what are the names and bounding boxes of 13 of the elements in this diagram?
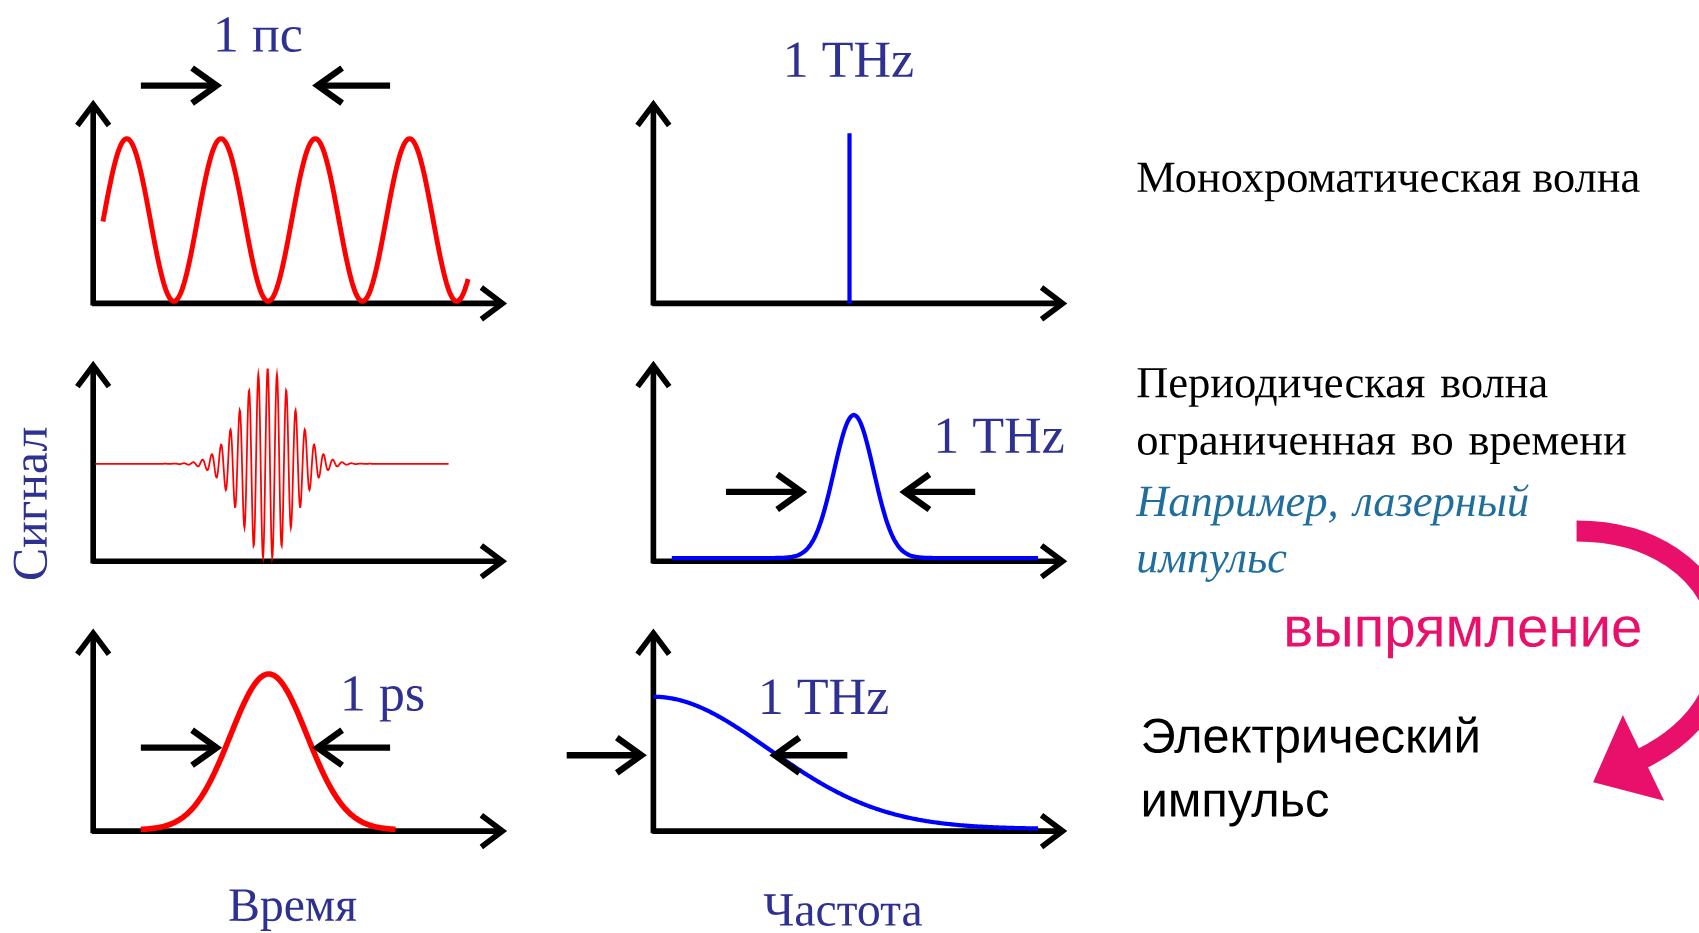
- description-text: Электрический импульс: [1143, 716, 1478, 827]
- annotation-text: 1 пс: [217, 17, 302, 53]
- description-text: Монохроматическая волна: [1137, 162, 1640, 202]
- annotation-text: 1 THz: [787, 42, 913, 77]
- description-text: Периодическая волна ограниченная во времени: [1137, 368, 1626, 465]
- annotation-text: 1 THz: [762, 679, 888, 714]
- axis-label: Частота: [763, 894, 922, 927]
- annotation-text: 1 ps: [344, 676, 424, 722]
- example-text: Например, лазерный импульс: [1135, 484, 1529, 582]
- annotation-text: 1 THz: [937, 418, 1064, 453]
- axis-label: Сигнал: [13, 427, 48, 580]
- axis-label: Время: [229, 889, 357, 931]
- process-label: выпрямление: [1287, 616, 1640, 659]
